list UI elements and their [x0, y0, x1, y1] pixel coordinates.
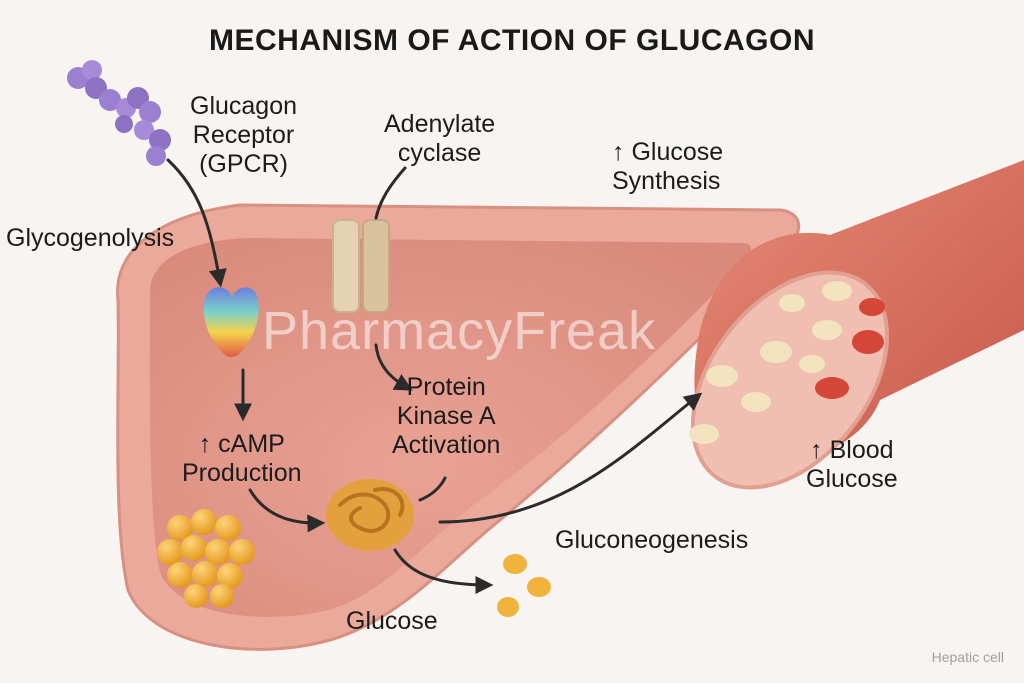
label-gluconeogenesis: Gluconeogenesis — [555, 526, 749, 554]
arrow-adenylate-label-to-channel — [374, 166, 407, 220]
protein-kinase-a — [326, 479, 414, 551]
label-adenylate-cyclase: Adenylate cyclase — [384, 110, 496, 167]
label-glucose-synthesis: ↑ Glucose Synthesis — [612, 138, 724, 195]
released-glucose — [497, 554, 551, 617]
label-glucagon-receptor: Glucagon Receptor (GPCR) — [190, 92, 298, 178]
arrow-pka-to-glucose — [393, 548, 494, 594]
watermark: PharmacyFreak — [262, 301, 657, 361]
label-pka-activation: Protein Kinase A Activation — [392, 373, 501, 459]
label-camp-production: ↑ cAMP Production — [182, 430, 302, 487]
glucagon-receptor — [203, 287, 259, 357]
diagram-title: MECHANISM OF ACTION OF GLUCAGON — [208, 24, 816, 57]
corner-note: Hepatic cell — [931, 649, 1004, 665]
label-blood-glucose: ↑ Blood Glucose — [806, 436, 898, 493]
arrow-pka-to-vessel — [438, 392, 703, 524]
arrow-pka-label-to-blob — [418, 476, 447, 502]
arrow-glucagon-to-receptor — [166, 158, 227, 288]
vessel-glucose-particles — [689, 281, 852, 444]
glycogen-granules — [157, 509, 255, 608]
glucagon-molecule — [67, 60, 171, 166]
label-glycogenolysis: Glycogenolysis — [6, 224, 175, 252]
adenylate-cyclase-channel — [332, 219, 390, 313]
red-blood-cells — [815, 298, 885, 399]
label-glucose: Glucose — [346, 607, 438, 635]
arrow-channel-to-pka — [374, 343, 413, 391]
arrow-camp-to-pka — [248, 488, 326, 533]
